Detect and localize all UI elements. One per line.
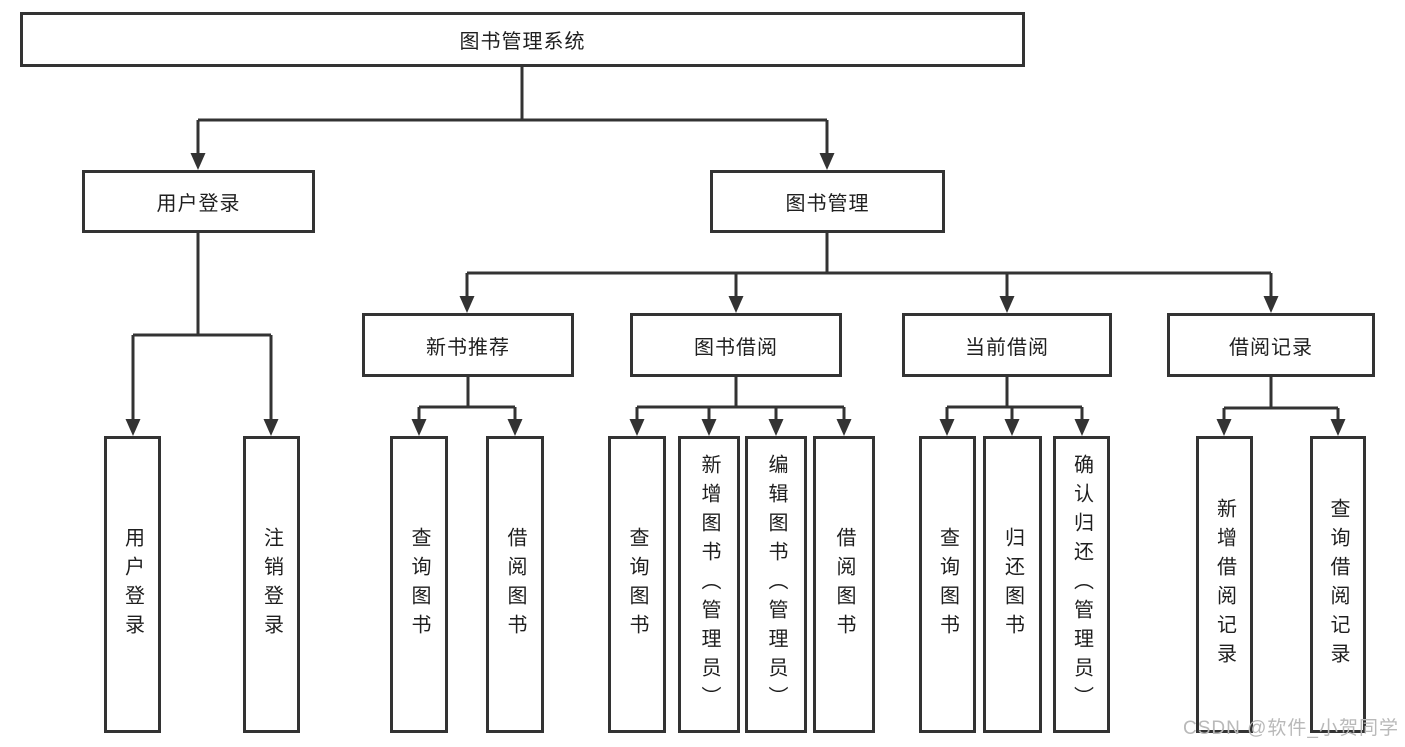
arrow-icon — [999, 296, 1015, 313]
leaf-edit-book-admin: 编辑图书（管理员） — [745, 436, 807, 733]
node-current-borrowing: 当前借阅 — [902, 313, 1112, 377]
leaf-query-books-borrowing: 查询图书 — [608, 436, 666, 733]
arrow-icon — [768, 419, 784, 436]
node-label: 借阅图书 — [504, 526, 526, 643]
leaf-borrow-books: 借阅图书 — [813, 436, 875, 733]
arrow-icon — [459, 296, 475, 313]
node-label: 图书借阅 — [694, 336, 778, 359]
node-label: 用户登录 — [156, 193, 241, 215]
node-label: 查询图书 — [626, 526, 648, 643]
leaf-confirm-return-admin: 确认归还（管理员） — [1053, 436, 1110, 733]
node-label: 查询借阅记录 — [1327, 497, 1349, 672]
node-label: 新增图书（管理员） — [698, 454, 720, 715]
node-label: 新增借阅记录 — [1213, 497, 1236, 672]
node-label: 图书管理系统 — [459, 31, 586, 53]
arrow-icon — [190, 153, 206, 170]
node-label: 当前借阅 — [965, 336, 1049, 359]
node-label: 用户登录 — [121, 526, 144, 643]
arrow-icon — [836, 419, 852, 436]
arrowheads — [125, 153, 1346, 436]
edge-borrowing-to-leaves — [635, 376, 846, 421]
node-label: 图书管理 — [785, 193, 870, 215]
node-label: 查询图书 — [936, 526, 959, 643]
arrow-icon — [819, 153, 835, 170]
leaf-user-login: 用户登录 — [104, 436, 161, 733]
leaf-borrow-books-recommend: 借阅图书 — [486, 436, 544, 733]
leaf-query-books-recommend: 查询图书 — [390, 436, 448, 733]
node-label: 新书推荐 — [426, 336, 510, 359]
arrow-icon — [1330, 419, 1346, 436]
node-label: 借阅记录 — [1229, 336, 1313, 359]
edge-current-to-leaves — [945, 376, 1084, 421]
leaf-add-borrow-record: 新增借阅记录 — [1196, 436, 1253, 733]
arrow-icon — [263, 419, 279, 436]
arrow-icon — [1004, 419, 1020, 436]
arrow-icon — [939, 419, 955, 436]
node-book-borrowing: 图书借阅 — [630, 313, 842, 377]
node-label: 归还图书 — [1001, 526, 1024, 643]
arrow-icon — [701, 419, 717, 436]
edge-records-to-leaves — [1222, 376, 1340, 421]
leaf-add-book-admin: 新增图书（管理员） — [678, 436, 740, 733]
arrow-icon — [411, 419, 427, 436]
edge-bookmgmt-to-level2 — [465, 232, 1273, 298]
arrow-icon — [507, 419, 523, 436]
node-label: 确认归还（管理员） — [1070, 454, 1093, 715]
arrow-icon — [728, 296, 744, 313]
arrow-icon — [629, 419, 645, 436]
arrow-icon — [125, 419, 141, 436]
node-label: 借阅图书 — [833, 526, 855, 643]
leaf-logout: 注销登录 — [243, 436, 300, 733]
node-label: 编辑图书（管理员） — [765, 454, 787, 715]
node-user-login: 用户登录 — [82, 170, 315, 233]
leaf-return-book: 归还图书 — [983, 436, 1042, 733]
edge-userlogin-to-leaves — [131, 232, 273, 421]
leaf-query-books-current: 查询图书 — [919, 436, 976, 733]
arrow-icon — [1263, 296, 1279, 313]
node-label: 查询图书 — [408, 526, 430, 643]
arrow-icon — [1216, 419, 1232, 436]
node-root-library-system: 图书管理系统 — [20, 12, 1025, 67]
node-label: 注销登录 — [260, 526, 283, 643]
edge-newbook-to-leaves — [417, 376, 517, 421]
arrow-icon — [1074, 419, 1090, 436]
node-borrowing-records: 借阅记录 — [1167, 313, 1375, 377]
edge-root-to-level1 — [196, 66, 829, 155]
node-book-management: 图书管理 — [710, 170, 945, 233]
leaf-query-borrow-record: 查询借阅记录 — [1310, 436, 1366, 733]
node-new-book-recommend: 新书推荐 — [362, 313, 574, 377]
